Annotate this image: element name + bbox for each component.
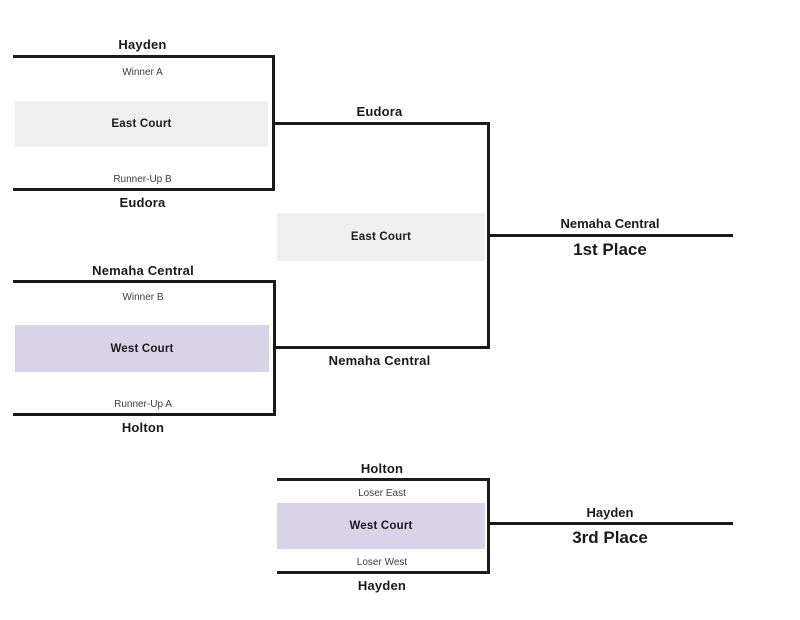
east-semifinal-top-slot: Winner A (122, 67, 163, 78)
championship-top-team: Eudora (356, 104, 403, 119)
west-semifinal-top-slot: Winner B (122, 292, 164, 303)
east-semifinal-bottom-line (13, 188, 275, 191)
west-semifinal-bottom-slot: Runner-Up A (114, 399, 172, 410)
east-semifinal-bottom-team: Eudora (119, 195, 166, 210)
championship-winner: Nemaha Central (560, 216, 660, 231)
third-place-bottom-team: Hayden (357, 578, 407, 593)
third-place-bottom-line (277, 571, 490, 574)
third-place-winner: Hayden (586, 505, 634, 520)
third-place-bottom-slot: Loser West (356, 557, 408, 568)
east-semifinal-top-line (13, 55, 275, 58)
championship-court-box: East Court (277, 213, 485, 261)
third-place-court-box: West Court (277, 503, 485, 549)
third-place-join-line (487, 478, 490, 574)
west-semifinal-top-team: Nemaha Central (92, 263, 194, 278)
east-semifinal-bottom-slot: Runner-Up B (113, 174, 172, 185)
third-place-top-slot: Loser East (358, 488, 406, 499)
third-place-top-line (277, 478, 490, 481)
west-semifinal-top-line (13, 280, 276, 283)
east-semifinal-top-team: Hayden (118, 37, 167, 52)
championship-bottom-team: Nemaha Central (328, 353, 431, 368)
championship-top-line (272, 122, 490, 125)
west-semifinal-bottom-line (13, 413, 276, 416)
championship-bottom-line (273, 346, 490, 349)
championship-winner-line (487, 234, 733, 237)
first-place-label: 1st Place (573, 240, 647, 259)
west-semifinal-bottom-team: Holton (121, 420, 165, 435)
east-semifinal-court-box: East Court (15, 101, 268, 147)
third-place-label: 3rd Place (572, 528, 648, 547)
west-semifinal-court-box: West Court (15, 325, 269, 372)
third-place-winner-line (487, 522, 733, 525)
third-place-top-team: Holton (360, 461, 404, 476)
